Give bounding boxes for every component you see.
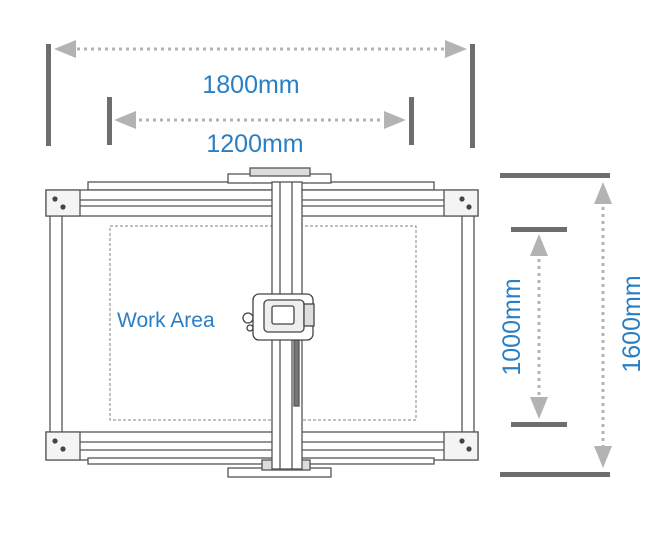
top-beam: [45, 189, 479, 217]
work-area-outline: [109, 225, 417, 421]
inner-height-top-arrow: [530, 234, 548, 256]
inner-height-bottom-arrow: [530, 397, 548, 419]
outer-width-left-bar: [46, 44, 51, 146]
inner-width-left-arrow: [114, 111, 136, 129]
bottom-rail: [87, 457, 435, 465]
screw-icon: [466, 446, 472, 452]
corner-bracket-bottom-right: [443, 431, 479, 461]
inner-width-dimension: 1200mm: [107, 97, 414, 158]
screw-icon: [459, 196, 465, 202]
outer-width-right-bar: [470, 44, 475, 148]
screw-icon: [52, 438, 58, 444]
outer-height-bottom-arrow: [594, 446, 612, 468]
corner-screws: [52, 196, 472, 452]
laser-head: [242, 293, 315, 341]
outer-width-right-arrow: [445, 40, 467, 58]
laser-head-clamp: [303, 303, 315, 327]
laser-head-knob-2: [246, 324, 254, 332]
gantry-top-mount: [249, 167, 311, 177]
laser-head-window: [271, 305, 295, 325]
outer-height-top-bar: [500, 173, 610, 178]
outer-height-label: 1600mm: [618, 275, 646, 372]
inner-width-left-bar: [107, 97, 112, 145]
outer-width-left-arrow: [54, 40, 76, 58]
outer-width-label: 1800mm: [202, 71, 299, 99]
gantry-beam-slot: [293, 339, 300, 407]
outer-height-dimension: 1600mm: [500, 173, 646, 477]
outer-width-dimension: 1800mm: [46, 40, 475, 148]
work-area-label: Work Area: [117, 309, 215, 332]
outer-height-top-arrow: [594, 182, 612, 204]
outer-height-bottom-bar: [500, 472, 610, 477]
screw-icon: [60, 204, 66, 210]
inner-width-right-arrow: [384, 111, 406, 129]
laser-head-knob: [242, 312, 254, 324]
screw-icon: [52, 196, 58, 202]
screw-icon: [459, 438, 465, 444]
inner-width-right-bar: [409, 97, 414, 145]
corner-bracket-top-left: [45, 189, 81, 217]
inner-height-dimension: 1000mm: [498, 227, 567, 427]
screw-icon: [466, 204, 472, 210]
inner-height-label: 1000mm: [498, 278, 526, 375]
inner-height-top-bar: [511, 227, 567, 232]
inner-width-label: 1200mm: [206, 130, 303, 158]
bottom-beam: [45, 431, 479, 461]
corner-bracket-top-right: [443, 189, 479, 217]
corner-bracket-bottom-left: [45, 431, 81, 461]
inner-height-bottom-bar: [511, 422, 567, 427]
screw-icon: [60, 446, 66, 452]
